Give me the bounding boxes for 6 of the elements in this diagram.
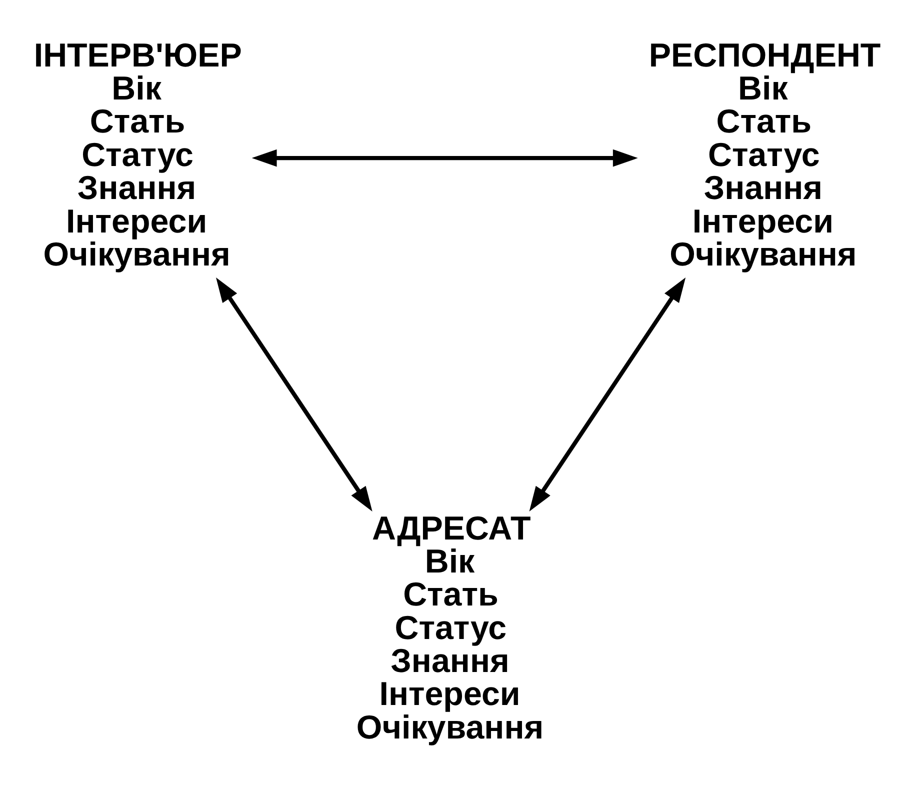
node-text: РЕСПОНДЕНТ Вік Стать Статус Знання Інтереси Очікування [648, 37, 880, 274]
arrow [528, 277, 686, 512]
arrow [251, 149, 638, 167]
node-text: ІНТЕРВ'ЮЕР Вік Стать Статус Знання Інтереси Очікування [33, 37, 242, 274]
node-text: АДРЕСАТ Вік Стать Статус Знання Інтереси Очікування [356, 510, 544, 746]
arrow [216, 277, 372, 512]
